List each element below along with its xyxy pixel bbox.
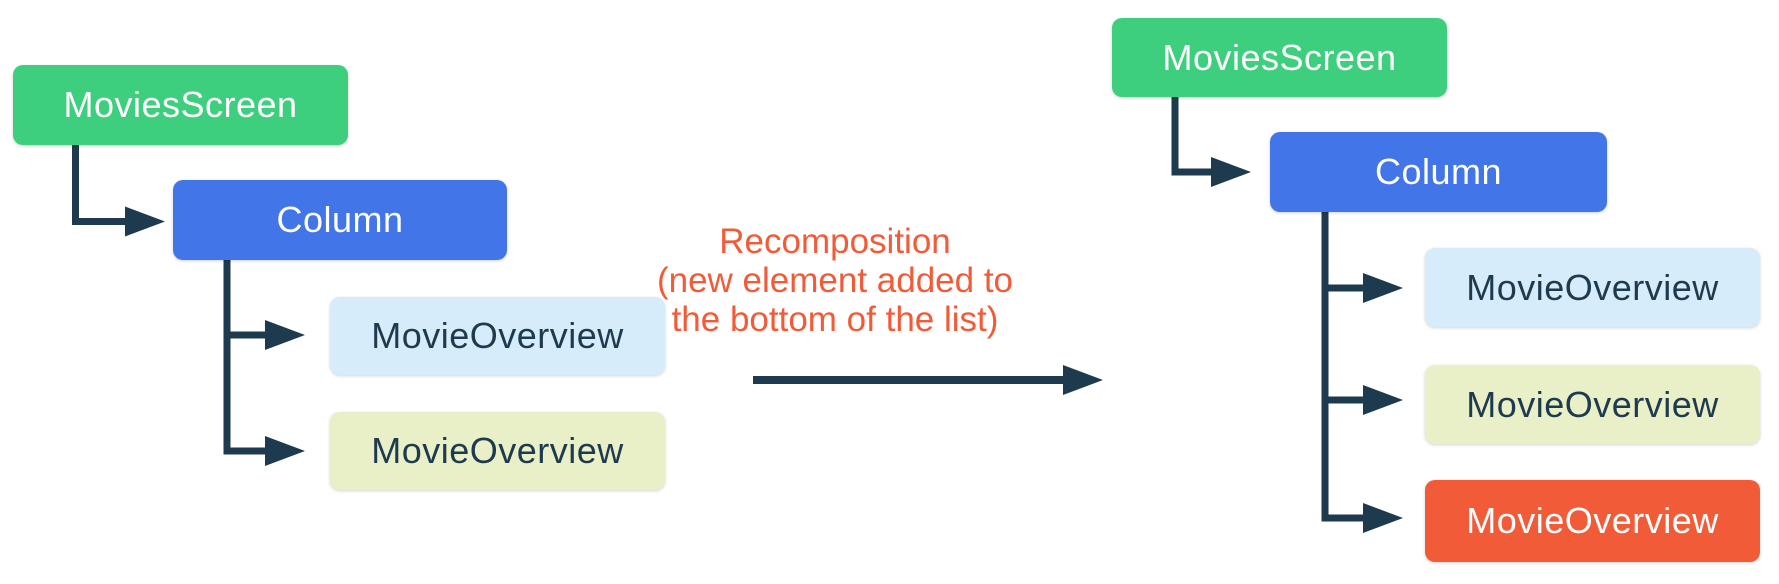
right-movie-overview-node-1: MovieOverview xyxy=(1425,248,1760,327)
recomposition-label-line-2: (new element added to xyxy=(656,261,1014,300)
recomposition-label: Recomposition (new element added to the … xyxy=(600,222,1070,339)
right-trunk-connector xyxy=(1321,210,1403,533)
left-column-node: Column xyxy=(173,180,507,260)
left-root-connector xyxy=(72,145,165,237)
recomposition-label-line-1: Recomposition xyxy=(719,222,951,261)
right-column-node: Column xyxy=(1270,132,1607,212)
left-movie-overview-node-2: MovieOverview xyxy=(330,412,665,490)
right-movie-overview-node-2: MovieOverview xyxy=(1425,365,1760,444)
left-movie-overview-node-1: MovieOverview xyxy=(330,297,665,375)
left-movies-screen-node: MoviesScreen xyxy=(13,65,348,145)
recomposition-label-line-3: the bottom of the list) xyxy=(671,300,999,339)
right-movies-screen-node: MoviesScreen xyxy=(1112,18,1447,97)
right-movie-overview-node-3-new: MovieOverview xyxy=(1425,480,1760,562)
left-trunk-connector xyxy=(223,258,305,466)
right-root-connector xyxy=(1171,95,1251,187)
